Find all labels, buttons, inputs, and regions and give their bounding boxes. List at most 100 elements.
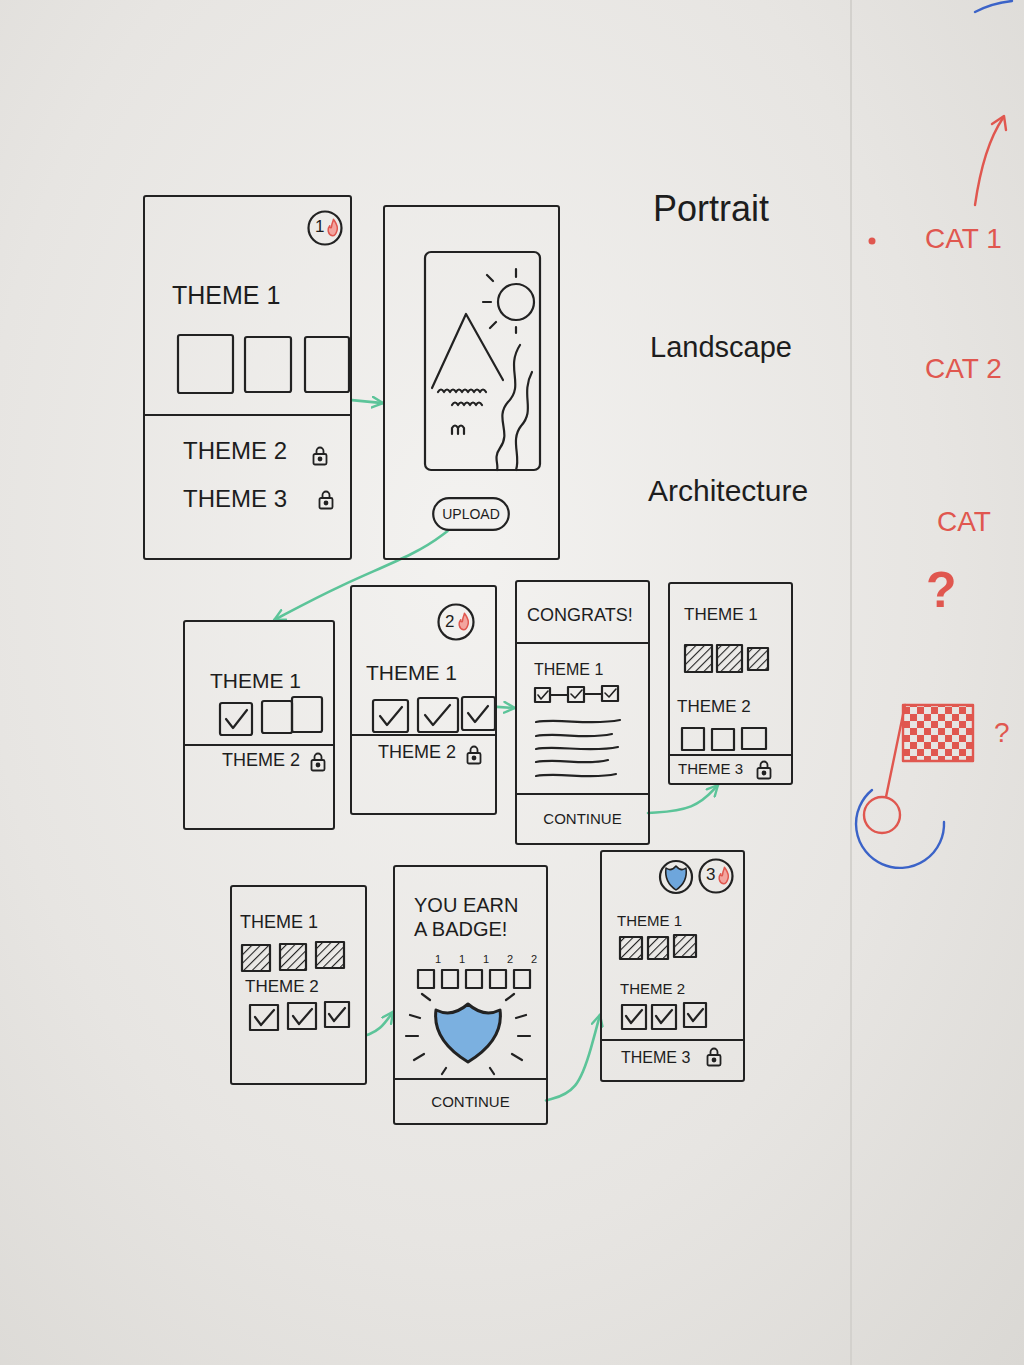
bullet-dot xyxy=(869,238,876,245)
phone-screen: CONGRATS!THEME 1CONTINUE xyxy=(515,580,650,845)
photo-frame xyxy=(425,252,540,470)
button-label: UPLOAD xyxy=(442,506,500,523)
screen-text: CONGRATS! xyxy=(527,605,633,627)
category-note: CAT 1 xyxy=(925,222,1002,256)
flow-arrow xyxy=(274,531,447,620)
section-divider xyxy=(602,1039,743,1041)
screen-text: THEME 1 xyxy=(366,660,457,685)
phone-screen: YOU EARN A BADGE!CONTINUE xyxy=(393,865,548,1125)
flow-arrow xyxy=(546,1015,600,1101)
photo-slot xyxy=(652,1005,676,1029)
check-mark xyxy=(425,705,450,725)
badge-circle xyxy=(700,860,733,893)
photo-slot xyxy=(684,1003,706,1027)
side-notes xyxy=(856,1,1012,868)
grass xyxy=(452,403,482,406)
photo-slot xyxy=(305,337,349,392)
section-divider xyxy=(670,754,791,756)
grass xyxy=(438,390,486,393)
screen-text: THEME 2 xyxy=(222,750,300,772)
done-slot xyxy=(674,935,696,957)
lock-icon xyxy=(312,754,325,771)
flow-arrow xyxy=(497,707,515,708)
photo-slot xyxy=(220,703,252,735)
lock-icon xyxy=(314,448,327,465)
river xyxy=(516,372,532,470)
lock-icon xyxy=(320,492,333,509)
question-mark: ? xyxy=(926,560,957,620)
badge-count: 1 xyxy=(435,953,441,966)
category-label: Architecture xyxy=(648,473,808,509)
badge-slot xyxy=(418,970,434,988)
check-mark xyxy=(468,706,488,722)
upload-button: UPLOAD xyxy=(432,497,510,531)
badge-slot xyxy=(490,970,506,988)
badge-circle xyxy=(309,212,342,245)
check-mark xyxy=(538,689,616,699)
photo-slot xyxy=(292,697,322,732)
note-arrow-head xyxy=(992,116,1006,130)
screen-text: THEME 3 xyxy=(621,1048,690,1067)
badge-count: 2 xyxy=(531,953,537,966)
section-divider xyxy=(352,734,495,736)
question-mark: ? xyxy=(994,716,1010,750)
screen-text: THEME 1 xyxy=(617,912,682,930)
phone-screen: THEME 1 THEME 2 2 xyxy=(350,585,497,815)
done-slot xyxy=(717,645,742,672)
earned-badge xyxy=(660,861,692,893)
text-line xyxy=(536,747,618,749)
header-divider xyxy=(517,642,648,644)
photo-slot xyxy=(288,1003,316,1029)
done-slot xyxy=(242,945,270,971)
screen-details xyxy=(145,219,791,1074)
goal-circle xyxy=(864,797,900,833)
button-label: CONTINUE xyxy=(431,1093,509,1111)
category-note: CAT xyxy=(937,505,991,539)
badge-count: 1 xyxy=(459,953,465,966)
photo-slot xyxy=(462,697,495,730)
phone-screen: UPLOAD xyxy=(383,205,560,560)
note-arrow xyxy=(975,118,1003,205)
done-slot xyxy=(620,937,642,959)
flame-icon xyxy=(328,219,337,236)
screen-text: THEME 2 xyxy=(677,697,751,717)
category-note: CAT 2 xyxy=(925,352,1002,386)
sun-rays xyxy=(483,269,516,333)
streak-badge: 2 xyxy=(437,603,475,641)
streak-badge: 3 xyxy=(698,858,734,894)
flow-arrow xyxy=(352,400,383,403)
screen-text: THEME 2 xyxy=(183,437,287,466)
check-mark xyxy=(688,1009,703,1021)
badge-outline xyxy=(698,858,734,894)
photo-slot xyxy=(622,1005,646,1029)
badge-outline xyxy=(307,210,343,246)
badge-count: 2 xyxy=(507,953,513,966)
text-line xyxy=(536,760,608,762)
grass xyxy=(452,426,464,435)
check-mark xyxy=(380,707,402,725)
photo-slot xyxy=(250,1005,278,1030)
badge-slot xyxy=(442,970,458,988)
screen-text: THEME 3 xyxy=(183,485,287,514)
finish-flag xyxy=(903,705,973,761)
text-line xyxy=(536,734,612,736)
done-slot xyxy=(648,937,668,959)
streak-count: 3 xyxy=(706,865,715,885)
phone-screen: THEME 1THEME 2 xyxy=(183,620,335,830)
done-slot xyxy=(280,944,306,970)
phone-screen: THEME 1THEME 2THEME 33 xyxy=(600,850,745,1082)
continue-bar: CONTINUE xyxy=(395,1078,546,1123)
badge-slot xyxy=(466,970,482,988)
badge-rays xyxy=(406,994,530,1074)
badge-count: 1 xyxy=(483,953,489,966)
blue-stroke xyxy=(975,1,1012,12)
photo-slot xyxy=(373,700,408,732)
photo-slot xyxy=(742,728,766,749)
check-mark xyxy=(293,1009,312,1024)
photo-slot xyxy=(245,337,291,392)
streak-badge: 1 xyxy=(307,210,343,246)
badge-slot xyxy=(514,970,530,988)
screen-text: THEME 2 xyxy=(378,742,456,764)
panel-seam xyxy=(850,0,852,1365)
screen-text: THEME 1 xyxy=(172,280,280,310)
